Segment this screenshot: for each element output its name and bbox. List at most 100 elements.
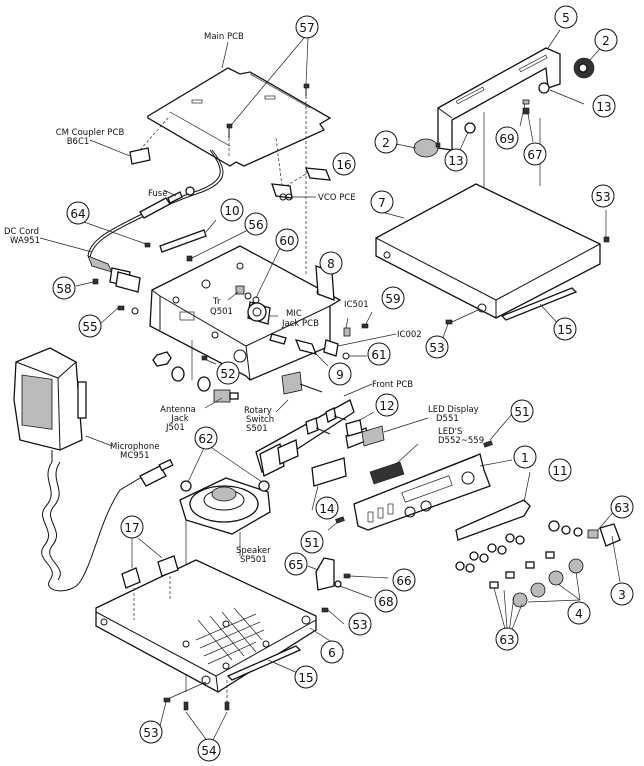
svg-text:67: 67 bbox=[527, 148, 542, 162]
svg-text:13: 13 bbox=[448, 154, 463, 168]
label-d552-559: D552~559 bbox=[438, 436, 484, 446]
svg-text:17: 17 bbox=[124, 521, 139, 535]
callout-62: 62 bbox=[194, 426, 218, 450]
svg-text:2: 2 bbox=[602, 34, 610, 48]
svg-text:3: 3 bbox=[618, 588, 626, 602]
callout-68: 68 bbox=[374, 589, 398, 613]
screw-56 bbox=[186, 255, 193, 262]
svg-text:5: 5 bbox=[562, 11, 570, 25]
callout-10: 10 bbox=[220, 198, 244, 222]
callout-5: 5 bbox=[554, 5, 578, 29]
screw-53-case-right bbox=[603, 236, 610, 243]
callout-63-bottom: 63 bbox=[495, 627, 519, 651]
label-jack-pcb: Jack PCB bbox=[281, 319, 319, 329]
callout-14: 14 bbox=[315, 496, 339, 520]
case-cover-7 bbox=[375, 183, 601, 319]
svg-text:68: 68 bbox=[378, 595, 393, 609]
microphone-mc951 bbox=[13, 347, 174, 592]
svg-text:56: 56 bbox=[248, 218, 263, 232]
knob-2-left bbox=[413, 138, 441, 158]
dc-cord bbox=[87, 149, 224, 293]
screw-54-left bbox=[183, 701, 189, 711]
svg-text:58: 58 bbox=[56, 282, 71, 296]
svg-text:14: 14 bbox=[319, 502, 334, 516]
plate-14 bbox=[311, 457, 347, 487]
washer-13-left bbox=[464, 122, 476, 134]
screw-53-chassis-left bbox=[163, 697, 171, 703]
knob-3 bbox=[587, 523, 621, 547]
callout-15-chassis: 15 bbox=[294, 665, 318, 689]
screw-57-left bbox=[226, 123, 233, 138]
label-led-display: LED Display bbox=[428, 405, 479, 415]
callout-52: 52 bbox=[216, 361, 240, 385]
spacers-63 bbox=[489, 551, 555, 589]
callout-59: 59 bbox=[381, 286, 405, 310]
knob-2-right bbox=[573, 57, 595, 79]
svg-text:54: 54 bbox=[201, 744, 216, 758]
callout-53-chassis-right: 53 bbox=[348, 612, 372, 636]
screw-57-right bbox=[303, 83, 310, 96]
callout-57: 57 bbox=[295, 15, 319, 39]
panel-overlay-11 bbox=[455, 499, 531, 541]
washer-61 bbox=[342, 352, 350, 360]
screw-67 bbox=[522, 107, 530, 115]
label-jack: Jack bbox=[170, 414, 188, 424]
screw-54-right bbox=[224, 701, 230, 711]
callout-67: 67 bbox=[523, 142, 547, 166]
screw-59 bbox=[361, 323, 369, 329]
ic-ic501 bbox=[343, 327, 351, 337]
antenna-jack-hardware bbox=[152, 351, 239, 403]
svg-text:55: 55 bbox=[82, 320, 97, 334]
callout-9: 9 bbox=[328, 362, 352, 386]
callout-64: 64 bbox=[66, 201, 90, 225]
svg-text:10: 10 bbox=[224, 204, 239, 218]
label-d551: D551 bbox=[436, 414, 459, 424]
callout-17: 17 bbox=[120, 515, 144, 539]
label-cm-coupler-pcb: CM Coupler PCB bbox=[56, 128, 125, 138]
svg-text:53: 53 bbox=[595, 190, 610, 204]
label-j501: J501 bbox=[165, 423, 185, 433]
callout-65: 65 bbox=[284, 552, 308, 576]
callout-2-left: 2 bbox=[374, 130, 398, 154]
foot-17-left bbox=[121, 567, 141, 589]
control-knobs-4 bbox=[512, 558, 584, 608]
callout-63-right: 63 bbox=[610, 495, 634, 519]
vco-pcb bbox=[271, 183, 293, 201]
callout-8: 8 bbox=[319, 251, 343, 275]
label-dc-cord-code: WA951 bbox=[10, 236, 40, 246]
chassis-frame bbox=[149, 245, 342, 381]
label-switch: Switch bbox=[246, 415, 274, 425]
svg-text:65: 65 bbox=[288, 558, 303, 572]
front-panel-1 bbox=[353, 453, 491, 531]
screw-53-case-left bbox=[445, 319, 453, 325]
label-tr: Tr bbox=[212, 297, 221, 307]
svg-text:63: 63 bbox=[614, 501, 629, 515]
bottom-chassis-6 bbox=[95, 559, 317, 693]
callout-2-right: 2 bbox=[594, 28, 618, 52]
transistor-q501 bbox=[235, 285, 245, 295]
label-mc951: MC951 bbox=[120, 451, 150, 461]
main-pcb bbox=[147, 67, 332, 167]
svg-text:15: 15 bbox=[298, 671, 313, 685]
callout-69: 69 bbox=[495, 126, 519, 150]
ic-ic002 bbox=[323, 339, 339, 357]
screw-51-left bbox=[335, 516, 345, 524]
svg-text:66: 66 bbox=[396, 574, 411, 588]
callout-13-right: 13 bbox=[592, 94, 616, 118]
label-mic: MIC bbox=[286, 309, 302, 319]
screw-53-chassis-right bbox=[321, 607, 329, 613]
svg-text:4: 4 bbox=[575, 607, 583, 621]
callout-56: 56 bbox=[244, 212, 268, 236]
label-q501: Q501 bbox=[210, 307, 233, 317]
washers-front bbox=[455, 533, 525, 573]
callout-13-left: 13 bbox=[444, 148, 468, 172]
nut-62-right bbox=[258, 480, 270, 492]
label-rotary: Rotary bbox=[244, 406, 272, 416]
callout-4: 4 bbox=[567, 601, 591, 625]
clip-65 bbox=[315, 557, 335, 591]
svg-text:51: 51 bbox=[304, 536, 319, 550]
callout-66: 66 bbox=[392, 568, 416, 592]
mic-jack-pcb bbox=[247, 301, 271, 325]
label-leds: LED'S bbox=[438, 427, 462, 437]
